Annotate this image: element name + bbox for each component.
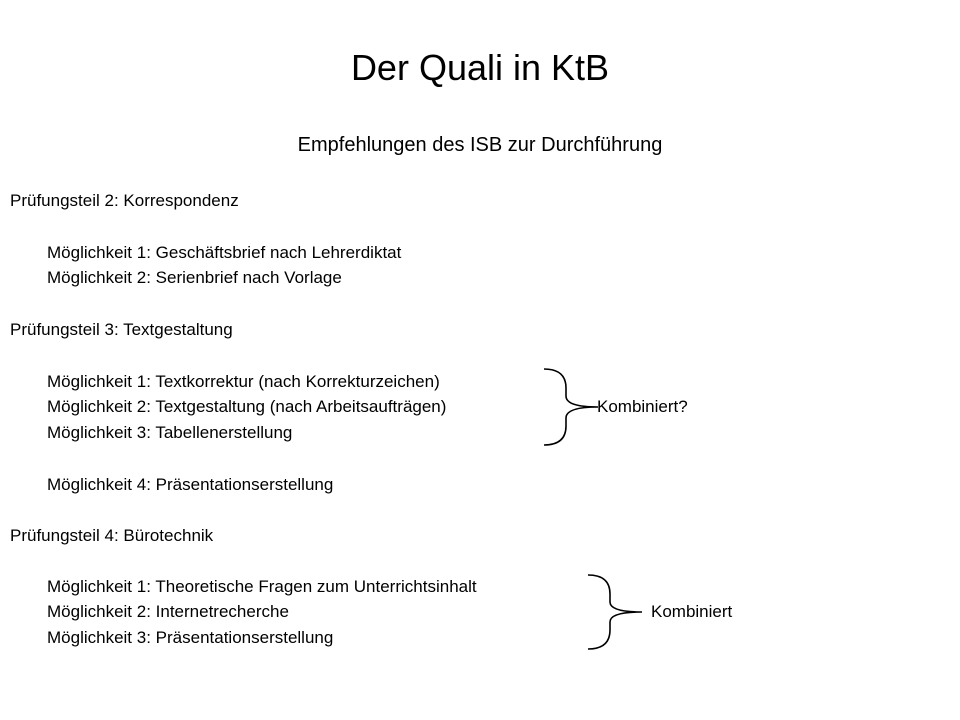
curly-brace-icon [587,574,643,650]
list-item: Möglichkeit 2: Serienbrief nach Vorlage [47,268,342,287]
curly-brace-icon [543,368,599,446]
list-item: Möglichkeit 3: Tabellenerstellung [47,423,293,442]
section-heading-korrespondenz: Prüfungsteil 2: Korrespondenz [10,191,239,210]
brace-note-combined-question: Kombiniert? [597,397,688,416]
list-item: Möglichkeit 1: Textkorrektur (nach Korre… [47,372,440,391]
list-item: Möglichkeit 4: Präsentationserstellung [47,475,334,494]
list-item: Möglichkeit 1: Theoretische Fragen zum U… [47,577,477,596]
section-heading-textgestaltung: Prüfungsteil 3: Textgestaltung [10,320,233,339]
list-item: Möglichkeit 3: Präsentationserstellung [47,628,334,647]
slide-subtitle: Empfehlungen des ISB zur Durchführung [297,134,663,156]
list-item: Möglichkeit 1: Geschäftsbrief nach Lehre… [47,243,402,262]
section-heading-buerotechnik: Prüfungsteil 4: Bürotechnik [10,526,214,545]
slide-title: Der Quali in KtB [350,47,610,88]
list-item: Möglichkeit 2: Internetrecherche [47,602,289,621]
brace-note-combined: Kombiniert [651,602,733,621]
list-item: Möglichkeit 2: Textgestaltung (nach Arbe… [47,397,447,416]
